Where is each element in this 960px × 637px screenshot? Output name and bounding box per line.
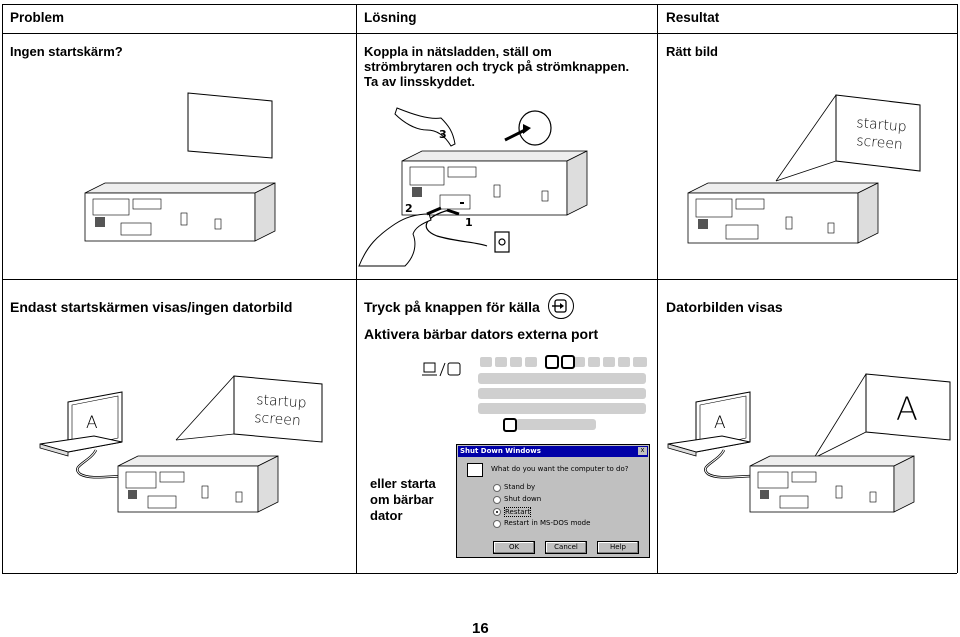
projector-icon xyxy=(117,455,279,513)
hand-press-icon xyxy=(394,107,456,147)
laptop-icon: A xyxy=(39,391,123,457)
or-start-line: eller starta xyxy=(370,476,436,491)
row1-result-illustration: startup screen xyxy=(687,94,921,244)
key-highlight xyxy=(561,355,575,369)
radio-button[interactable] xyxy=(493,496,501,504)
projector-icon xyxy=(401,150,588,216)
col-border-left xyxy=(2,4,3,573)
option-label: Shut down xyxy=(504,495,542,503)
row1-solution-line: Koppla in nätsladden, ställ om xyxy=(364,44,552,59)
col-border-right xyxy=(957,4,958,573)
radio-button-selected[interactable] xyxy=(493,508,501,516)
keyboard-illustration xyxy=(478,355,647,432)
row1-problem: Ingen startskärm? xyxy=(10,44,123,59)
option-label: Stand by xyxy=(504,483,536,491)
radio-button[interactable] xyxy=(493,520,501,528)
header-solution: Lösning xyxy=(364,10,417,25)
startup-screen xyxy=(835,94,921,172)
col-divider-1 xyxy=(356,4,357,573)
fn-key xyxy=(503,418,517,432)
table-bottom-border xyxy=(2,573,957,574)
header-divider xyxy=(2,33,957,34)
or-start-line: dator xyxy=(370,508,403,523)
callout-1: 1 xyxy=(465,216,473,229)
callout-2: 2 xyxy=(405,202,413,215)
cancel-button[interactable]: Cancel xyxy=(545,541,587,554)
dialog-close-button[interactable]: x xyxy=(638,447,647,455)
dialog-title: Shut Down Windows xyxy=(460,447,541,455)
row2-solution-line2: Aktivera bärbar dators externa port xyxy=(364,326,599,342)
row2-solution-line1: Tryck på knappen för källa xyxy=(364,299,540,315)
row2-result: Datorbilden visas xyxy=(666,299,783,315)
radio-button[interactable] xyxy=(493,484,501,492)
ok-button[interactable]: OK xyxy=(493,541,535,554)
row1-solution-line: Ta av linsskyddet. xyxy=(364,74,476,89)
page-number: 16 xyxy=(472,620,489,637)
hand-plug-icon xyxy=(358,213,432,267)
laptop-cable xyxy=(704,449,757,479)
screen-text-startup: startup xyxy=(256,392,307,411)
laptop-screen-letter: A xyxy=(714,413,726,433)
result-screen-letter: A xyxy=(896,390,918,428)
power-cord-icon xyxy=(425,209,510,253)
computer-image-screen xyxy=(865,373,951,441)
key-highlight xyxy=(545,355,559,369)
or-start-line: om bärbar xyxy=(370,492,434,507)
blank-screen xyxy=(187,92,273,159)
source-button-icon xyxy=(548,293,574,319)
shutdown-dialog: Shut Down Windows x What do you want the… xyxy=(456,444,650,558)
screen-text-screen: screen xyxy=(254,410,302,429)
callout-3: 3 xyxy=(439,128,447,141)
row2-problem: Endast startskärmen visas/ingen datorbil… xyxy=(10,299,293,315)
row-divider xyxy=(2,279,957,280)
row1-result: Rätt bild xyxy=(666,44,718,59)
row1-problem-illustration xyxy=(84,92,276,242)
row1-solution-illustration: 3 2 1 xyxy=(358,107,588,267)
header-problem: Problem xyxy=(10,10,65,25)
startup-screen xyxy=(233,375,323,443)
screen-text-startup: startup xyxy=(856,115,908,135)
row2-result-illustration: A A xyxy=(667,373,951,513)
col-divider-2 xyxy=(657,4,658,573)
laptop-icon: A xyxy=(667,391,751,457)
laptop-screen-letter: A xyxy=(86,413,98,433)
option-label: Restart xyxy=(504,507,532,517)
row2-or-start: eller starta om bärbar dator xyxy=(370,476,436,524)
dialog-question: What do you want the computer to do? xyxy=(491,465,629,473)
row1-solution: Koppla in nätsladden, ställ om strömbryt… xyxy=(364,44,629,89)
row1-solution-line: strömbrytaren och tryck på strömknappen. xyxy=(364,59,630,74)
screen-text-screen: screen xyxy=(856,133,904,153)
fn-key-monitor-icon xyxy=(422,362,461,377)
lens-cap-icon xyxy=(504,110,552,146)
computer-icon xyxy=(467,463,483,477)
row2-problem-illustration: A startup screen xyxy=(39,375,323,513)
help-button[interactable]: Help xyxy=(597,541,639,554)
table-top-border xyxy=(2,4,957,5)
header-result: Resultat xyxy=(666,10,720,25)
option-label: Restart in MS-DOS mode xyxy=(504,519,591,527)
dialog-titlebar: Shut Down Windows x xyxy=(458,446,648,457)
projector-icon xyxy=(84,182,276,242)
projector-icon xyxy=(687,182,879,244)
projector-icon xyxy=(749,455,915,513)
